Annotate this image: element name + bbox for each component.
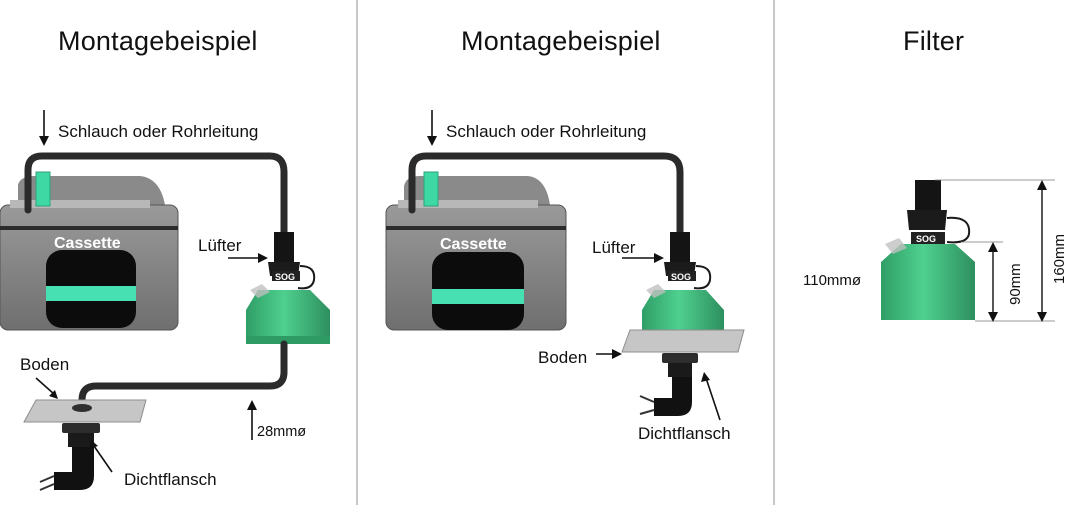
panel-mounting-example-2: Montagebeispiel Cassette bbox=[358, 0, 773, 505]
panel-title: Filter bbox=[903, 26, 965, 56]
filter-total-height-label: 160mm bbox=[1051, 233, 1068, 284]
hose-diameter-label: 28mmø bbox=[257, 424, 307, 440]
panel-title: Montagebeispiel bbox=[58, 26, 258, 56]
floor-plate bbox=[23, 399, 147, 423]
panel-divider-1 bbox=[356, 0, 358, 505]
hose-label: Schlauch oder Rohrleitung bbox=[446, 122, 647, 141]
filter-body-height-label: 90mm bbox=[1007, 263, 1024, 305]
sealing-flange bbox=[39, 423, 100, 491]
filter-unit bbox=[246, 284, 330, 344]
hose-lower bbox=[78, 340, 288, 414]
svg-text:SOG: SOG bbox=[275, 272, 295, 282]
fan-label: Lüfter bbox=[198, 236, 242, 255]
panel-filter: Filter SOG bbox=[775, 0, 1072, 505]
sealing-flange bbox=[639, 353, 698, 416]
fan-unit: SOG bbox=[268, 232, 316, 290]
hose-upper bbox=[24, 152, 288, 240]
svg-text:SOG: SOG bbox=[916, 234, 936, 244]
flange-label: Dichtflansch bbox=[638, 424, 731, 443]
floor-plate bbox=[621, 329, 745, 353]
panel-title: Montagebeispiel bbox=[461, 26, 661, 56]
fan-label: Lüfter bbox=[592, 238, 636, 257]
cassette-label: Cassette bbox=[54, 235, 121, 252]
dimension-arrows bbox=[988, 180, 1047, 322]
svg-text:SOG: SOG bbox=[671, 272, 691, 282]
filter-diameter-label: 110mmø bbox=[803, 272, 862, 289]
hose-upper bbox=[408, 152, 684, 240]
mounting-diagram-1: Cassette SOG bbox=[0, 110, 330, 491]
fan-unit: SOG bbox=[664, 232, 712, 290]
filter-unit: SOG bbox=[881, 180, 975, 320]
arrows bbox=[427, 110, 721, 421]
cassette-label: Cassette bbox=[440, 236, 507, 253]
flange-label: Dichtflansch bbox=[124, 470, 217, 489]
floor-label: Boden bbox=[20, 355, 70, 374]
panel-divider-2 bbox=[773, 0, 775, 505]
mounting-diagram-2: Cassette SOG bbox=[385, 110, 745, 421]
floor-label: Boden bbox=[538, 348, 588, 367]
cassette-unit: Cassette bbox=[0, 171, 179, 331]
filter-diagram: SOG bbox=[881, 179, 1055, 322]
hose-label: Schlauch oder Rohrleitung bbox=[58, 122, 259, 141]
filter-unit bbox=[642, 284, 724, 342]
panel-mounting-example-1: Montagebeispiel Cassette bbox=[0, 0, 356, 505]
arrows bbox=[35, 110, 268, 473]
cassette-unit: Cassette bbox=[385, 171, 567, 331]
